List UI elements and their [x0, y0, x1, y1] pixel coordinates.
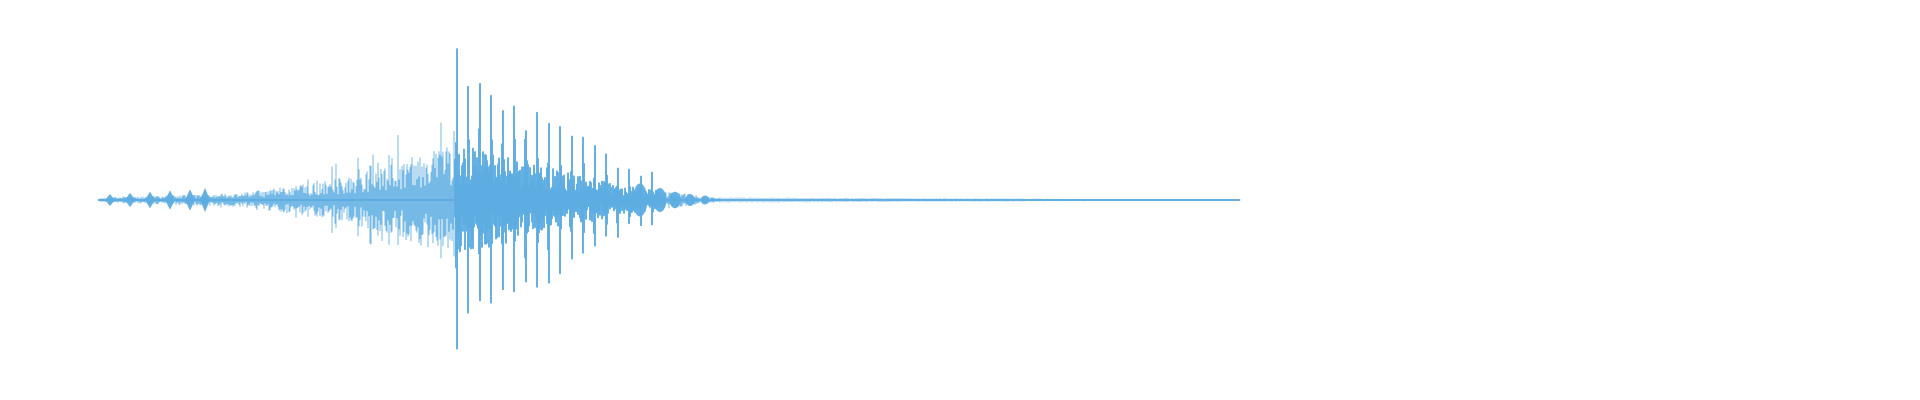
waveform-pulse: [653, 188, 667, 212]
waveform-pulse: [685, 194, 695, 206]
waveform-bars: [98, 48, 1241, 350]
waveform-pulse: [669, 191, 681, 209]
waveform-pulse: [700, 195, 710, 205]
waveform-pulse: [632, 183, 648, 217]
